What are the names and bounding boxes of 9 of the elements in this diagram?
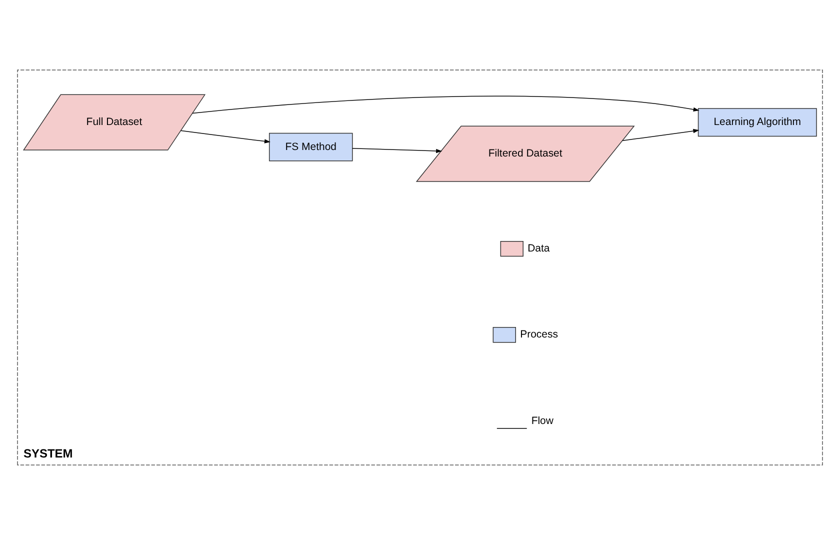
node-box: Learning Algorithm bbox=[698, 108, 817, 137]
node-box: FS Method bbox=[268, 132, 353, 162]
legend-label: Process bbox=[520, 330, 558, 341]
arrow bbox=[622, 128, 700, 141]
legend-label: Data bbox=[528, 244, 550, 255]
arrow bbox=[192, 96, 700, 114]
arrow bbox=[352, 148, 442, 154]
legend-label: Flow bbox=[531, 416, 554, 428]
arrow bbox=[180, 130, 270, 144]
